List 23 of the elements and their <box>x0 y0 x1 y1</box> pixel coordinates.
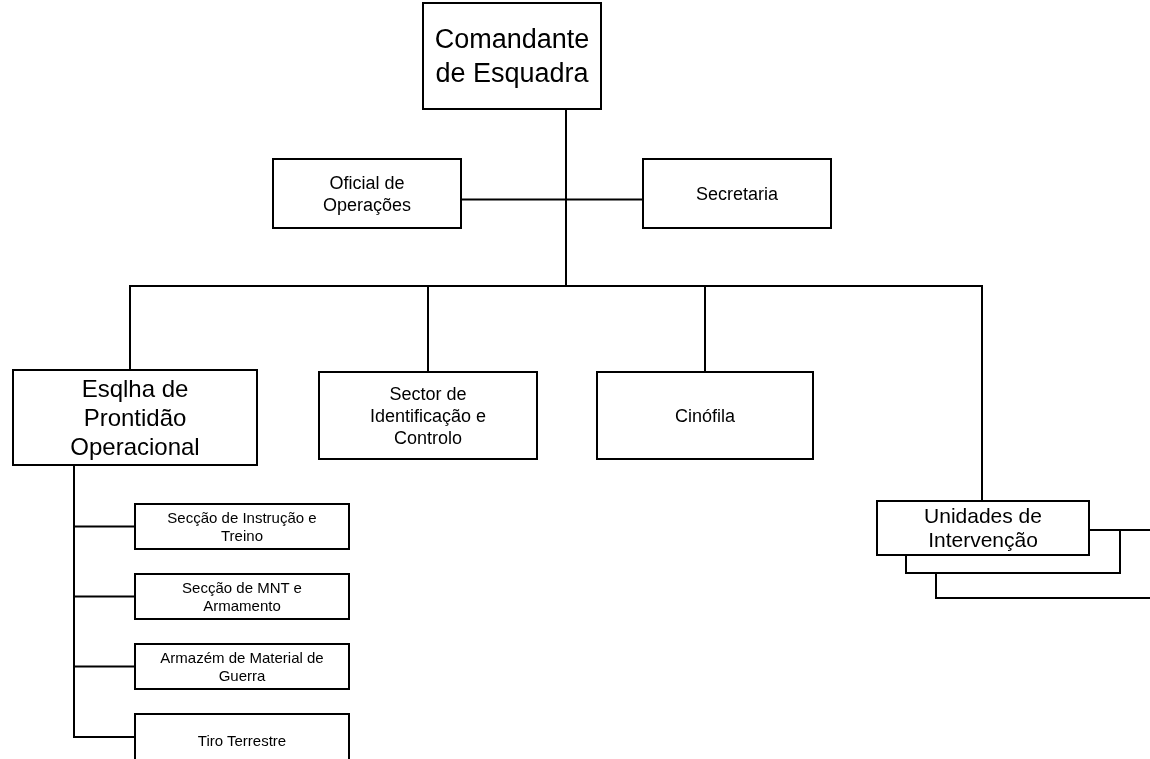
unit-name: Sector de Identificação e Controlo <box>368 382 488 449</box>
unit-name: Unidades de Intervenção <box>923 504 1043 552</box>
org-box <box>642 158 832 229</box>
org-box <box>596 371 814 460</box>
unit-name: Esqlha de Prontidão Operacional <box>69 374 201 461</box>
org-box <box>134 643 350 690</box>
unit-name: Tiro Terrestre <box>197 732 287 750</box>
unit-name: Cinófila <box>675 404 735 427</box>
unit-name: Armazém de Material de Guerra <box>159 648 325 685</box>
unit-name: Secção de Instrução e Treino <box>166 508 318 545</box>
connector-line <box>73 465 135 738</box>
unit-name: Oficial de Operações <box>321 171 413 216</box>
org-box <box>134 573 350 620</box>
org-box <box>876 500 1090 556</box>
org-box <box>272 158 462 229</box>
org-box <box>134 713 350 759</box>
org-box <box>134 503 350 550</box>
org-box <box>422 2 602 110</box>
unit-name: Secretaria <box>695 182 778 205</box>
unit-name: Secção de MNT e Armamento <box>181 578 303 615</box>
unit-name: Comandante de Esquadra <box>433 23 591 90</box>
org-box <box>12 369 258 466</box>
org-box <box>318 371 538 460</box>
